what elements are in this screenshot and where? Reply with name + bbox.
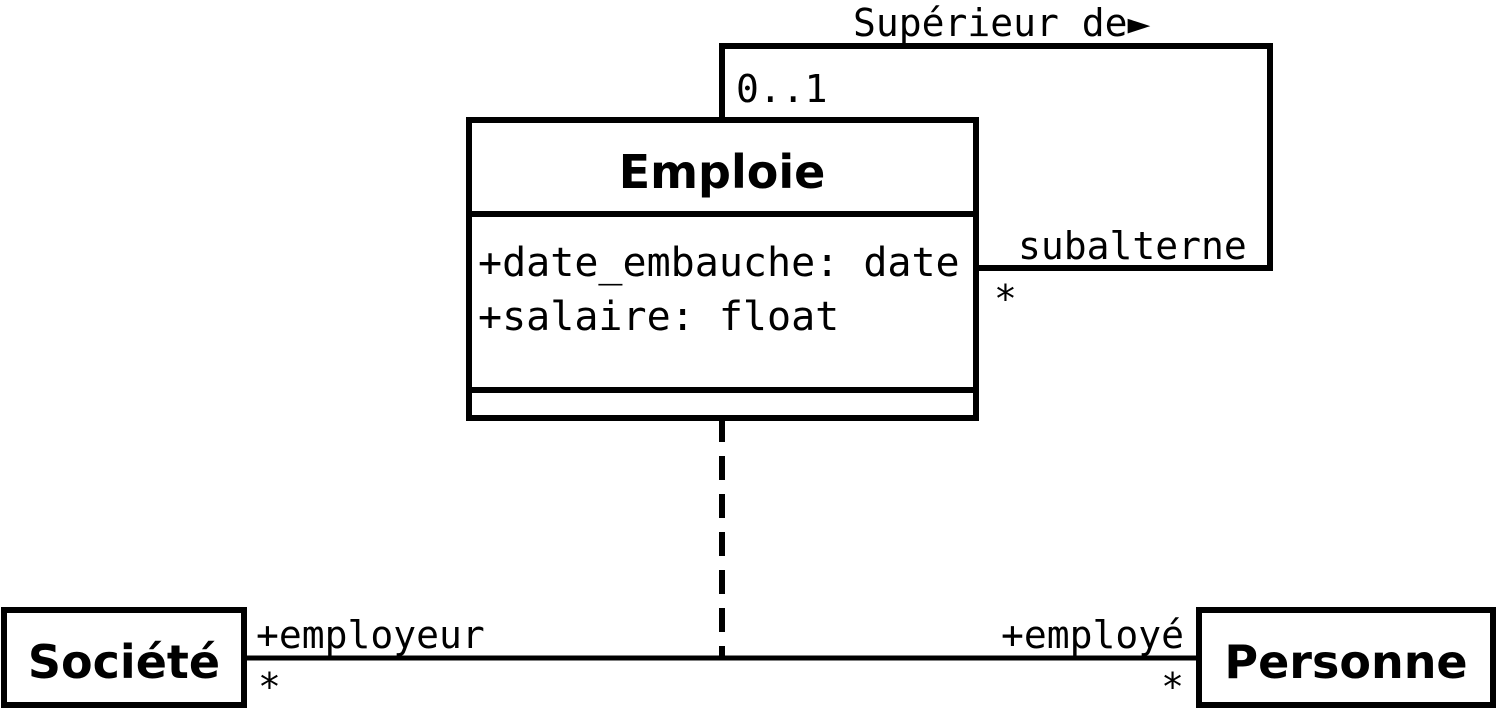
employee-multiplicity: * — [1161, 665, 1184, 709]
superior-multiplicity: 0..1 — [736, 67, 828, 111]
employee-role: +employé — [1001, 613, 1184, 657]
emploie-attribute: +salaire: float — [478, 294, 839, 340]
self-association-line — [719, 43, 1273, 271]
personne-class-name: Personne — [1224, 635, 1467, 689]
subordinate-multiplicity: * — [994, 277, 1017, 321]
class-personne[interactable]: Personne — [1196, 607, 1496, 708]
societe-class-name: Société — [28, 635, 220, 689]
employer-multiplicity: * — [258, 665, 281, 709]
emploie-class-name: Emploie — [619, 145, 826, 199]
subordinate-role: subalterne — [1018, 224, 1247, 268]
self-association-label: Supérieur de► — [853, 1, 1151, 45]
employer-role: +employeur — [256, 613, 485, 657]
emploie-attribute: +date_embauche: date — [478, 240, 960, 286]
emploie-box — [466, 117, 979, 421]
societe-box — [1, 607, 247, 708]
class-societe[interactable]: Société — [1, 607, 247, 708]
association-class-emploie[interactable]: Emploie +date_embauche: date +salaire: f… — [466, 117, 979, 421]
personne-box — [1196, 607, 1496, 708]
